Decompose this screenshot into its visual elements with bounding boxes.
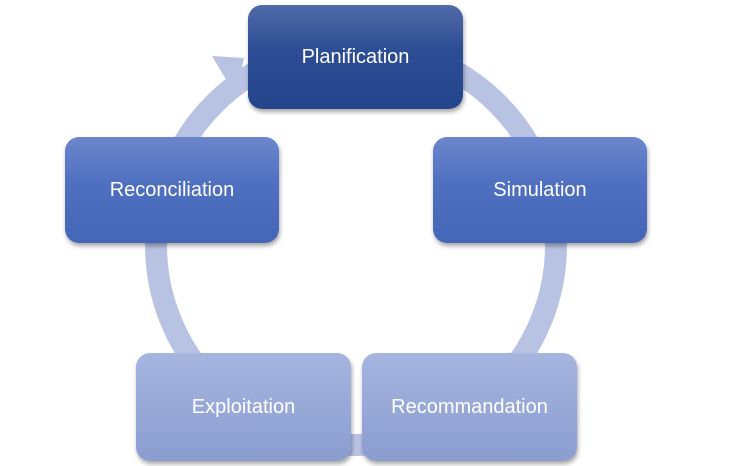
cycle-arrowhead-icon: [212, 56, 244, 96]
node-label: Reconciliation: [109, 178, 235, 201]
node-planification: Planification: [248, 5, 463, 109]
node-label: Planification: [301, 45, 410, 68]
node-label: Recommandation: [391, 395, 548, 418]
node-simulation: Simulation: [433, 137, 647, 243]
node-label: Simulation: [493, 178, 587, 201]
node-exploitation: Exploitation: [136, 353, 351, 461]
node-recommandation: Recommandation: [362, 353, 577, 461]
node-reconciliation: Reconciliation: [65, 137, 279, 243]
node-label: Exploitation: [191, 395, 296, 418]
